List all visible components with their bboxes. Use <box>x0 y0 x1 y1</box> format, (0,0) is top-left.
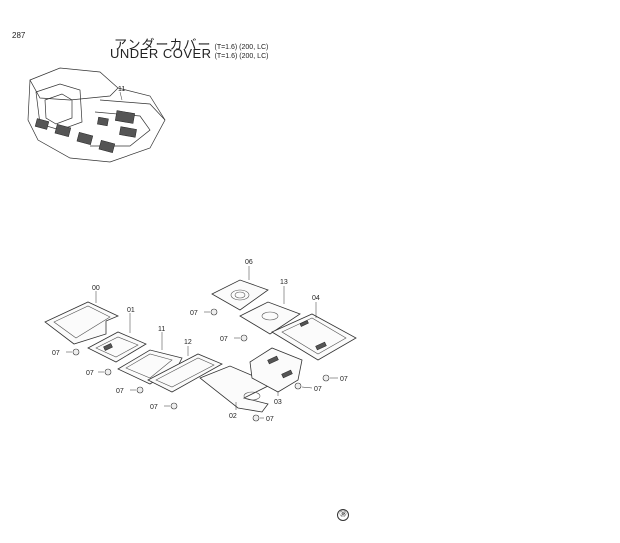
label-03: 03 <box>274 399 282 406</box>
title-japanese-note: (T=1.6) (200, LC) <box>214 44 269 51</box>
label-06: 06 <box>245 259 253 266</box>
page-number: 287 <box>12 31 26 40</box>
bolt-label: 07 <box>266 416 274 423</box>
bolt-07-b: 07 <box>220 334 248 343</box>
machine-thumbnail <box>27 67 166 163</box>
bolt-label: 07 <box>150 404 158 411</box>
bolt-label: 07 <box>116 388 124 395</box>
footer-mark: ㊳ <box>337 509 349 521</box>
label-13: 13 <box>280 279 288 286</box>
bolt-label: 07 <box>190 310 198 317</box>
bolt-07-f: 07 <box>150 402 178 411</box>
plate-11 <box>117 349 183 385</box>
bolt-07-h: 07 <box>294 382 322 393</box>
label-11: 11 <box>158 326 165 333</box>
label-02: 02 <box>229 413 237 420</box>
bolt-07-d: 07 <box>86 368 112 377</box>
title-japanese-text: アンダーカバー <box>114 37 212 52</box>
plate-06 <box>211 279 269 311</box>
title-english-text: UNDER COVER <box>110 46 212 61</box>
thumbnail-label: 11 <box>118 86 125 93</box>
bolt-07-c: 07 <box>52 348 80 357</box>
plate-03 <box>249 347 303 393</box>
plate-12 <box>147 353 223 393</box>
plate-01 <box>87 331 147 363</box>
bolt-07-i: 07 <box>322 374 348 383</box>
bolt-label: 07 <box>86 370 94 377</box>
bolt-label: 07 <box>52 350 60 357</box>
label-04: 04 <box>312 295 320 302</box>
label-00: 00 <box>92 285 100 292</box>
bolt-label: 07 <box>220 336 228 343</box>
bolt-07-g: 07 <box>252 414 274 423</box>
label-01: 01 <box>127 307 135 314</box>
title-english-note: (T=1.6) (200, LC) <box>214 53 269 60</box>
plate-04 <box>271 313 357 361</box>
title-english: UNDER COVER(T=1.6) (200, LC) <box>110 46 268 61</box>
label-12: 12 <box>184 339 192 346</box>
bolt-07-a: 07 <box>190 308 218 317</box>
title-japanese: アンダーカバー(T=1.6) (200, LC) <box>114 34 268 53</box>
bolt-07-e: 07 <box>116 386 144 395</box>
plate-13 <box>239 301 301 335</box>
plate-00 <box>44 301 119 345</box>
bolt-label: 07 <box>340 376 348 383</box>
bolt-label: 07 <box>314 386 322 393</box>
